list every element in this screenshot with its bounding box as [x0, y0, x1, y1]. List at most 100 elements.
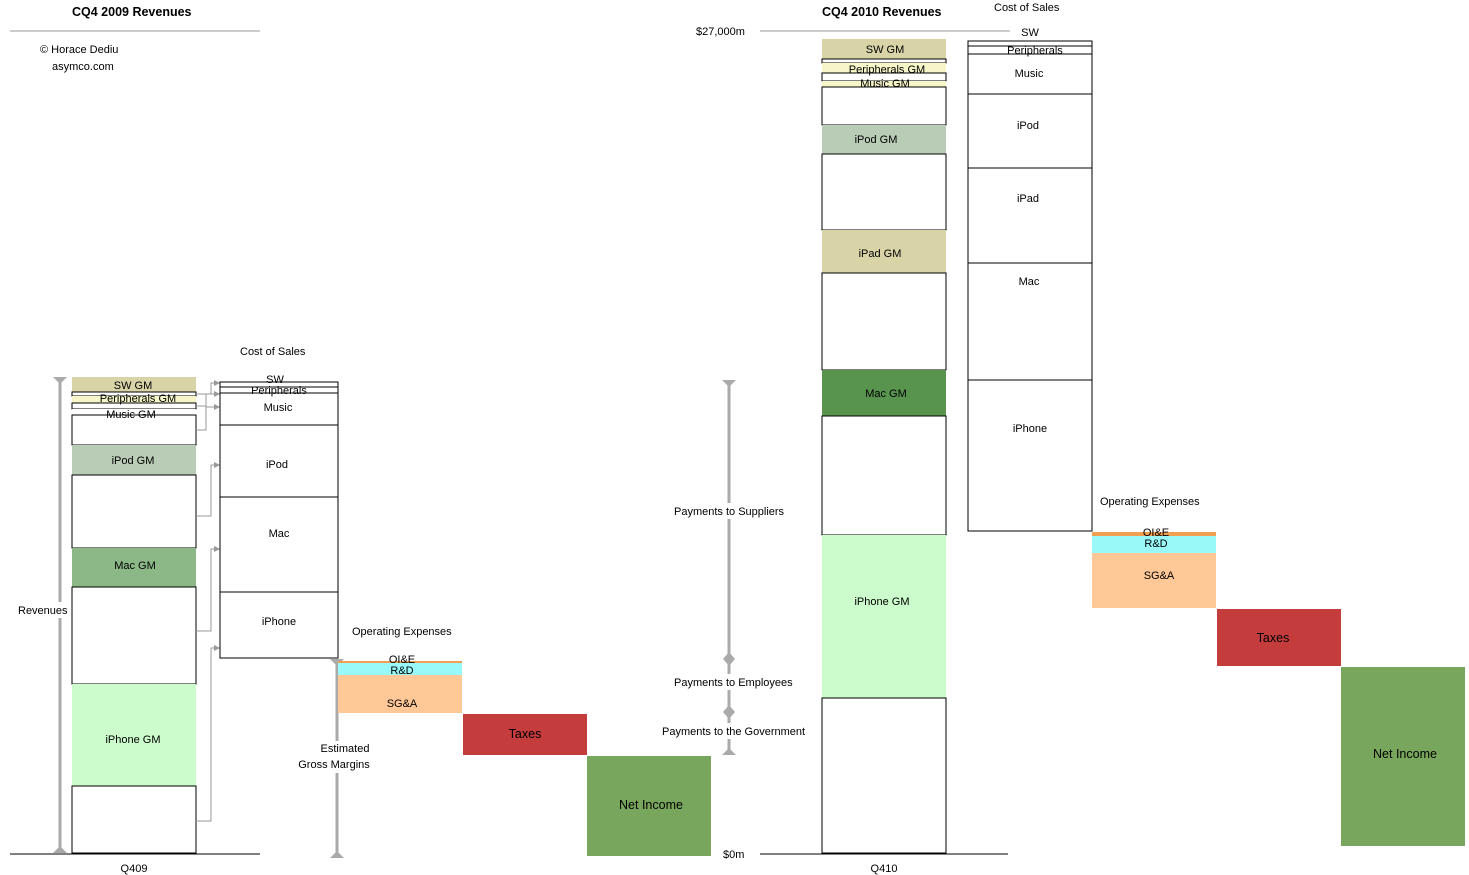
cost-of-sales-column-2009	[219, 381, 339, 659]
opex-title-2009: Operating Expenses	[352, 626, 452, 638]
ipod-gm-2010	[822, 125, 946, 154]
cost-of-sales-title-2009: Cost of Sales	[240, 346, 306, 358]
cost-connectors-2009	[196, 382, 220, 822]
revenue-column-2009	[71, 377, 197, 854]
cos-sw-label-2010: SW	[1021, 27, 1039, 39]
cos-mac-label-2010: Mac	[1019, 276, 1040, 288]
sw-gm-2009	[72, 377, 196, 392]
oie-label-2010: OI&E	[1143, 527, 1169, 539]
ipod-gm-label-2009: iPod GM	[112, 455, 155, 467]
taxes-label-2009: Taxes	[509, 727, 542, 741]
ipad-cost-slice-2010	[821, 272, 947, 371]
mac-gm-2009	[72, 548, 196, 587]
ipod-gm-label-2010: iPod GM	[855, 134, 898, 146]
cos-music-2009	[219, 392, 339, 426]
mac-gm-label-2009: Mac GM	[114, 560, 156, 572]
sw-cost-slice-2010	[821, 58, 947, 64]
cos-sw-label-2009: SW	[266, 374, 284, 386]
revenues-label: Revenues	[18, 605, 68, 617]
cos-iphone-2010	[967, 379, 1093, 532]
mac-cost-slice-2009	[71, 586, 197, 685]
connector-arrowheads-2009	[214, 380, 220, 651]
mac-gm-2010	[822, 370, 946, 416]
payments-brackets-2010	[658, 380, 808, 755]
sga-2009	[338, 675, 462, 713]
cos-mac-2009	[219, 496, 339, 593]
cos-ipod-label-2009: iPod	[266, 459, 288, 471]
axis-top-label: $27,000m	[696, 26, 745, 38]
site-text: asymco.com	[52, 61, 114, 73]
sga-label-2010: SG&A	[1144, 570, 1175, 582]
panel-2010-title: CQ4 2010 Revenues	[822, 5, 942, 19]
cos-ipod-2010	[967, 93, 1093, 169]
quarter-label-2009: Q409	[121, 863, 148, 875]
sw-gm-2010	[822, 39, 946, 59]
peripherals-gm-2010	[822, 63, 946, 73]
cos-iphone-label-2009: iPhone	[262, 616, 296, 628]
iphone-cost-slice-2009	[71, 785, 197, 854]
iphone-cost-slice-2010	[821, 697, 947, 854]
cost-of-sales-column-2010	[967, 40, 1093, 532]
cos-iphone-label-2010: iPhone	[1013, 423, 1047, 435]
cos-mac-2010	[967, 262, 1093, 381]
peripherals-gm-label-2009: Peripherals GM	[100, 393, 176, 405]
cos-iphone-2009	[219, 591, 339, 659]
cos-ipad-label-2010: iPad	[1017, 193, 1039, 205]
revenue-column-2010	[821, 39, 947, 854]
ipod-gm-2009	[72, 445, 196, 475]
peripherals-gm-label-2010: Peripherals GM	[849, 64, 925, 76]
mac-gm-label-2010: Mac GM	[865, 388, 907, 400]
cos-ipod-label-2010: iPod	[1017, 120, 1039, 132]
axis-bottom-label: $0m	[723, 849, 744, 861]
cos-ipad-2010	[967, 167, 1093, 264]
mac-cost-slice-2010	[821, 415, 947, 536]
gross-margins-bracket	[296, 659, 378, 858]
cos-music-label-2009: Music	[264, 402, 293, 414]
rd-label-2009: R&D	[390, 665, 413, 677]
oie-label-2009: OI&E	[389, 654, 415, 666]
rd-2009	[338, 663, 462, 675]
sw-gm-label-2010: SW GM	[866, 44, 905, 56]
quarter-label-2010: Q410	[871, 863, 898, 875]
net-income-label-2010: Net Income	[1373, 747, 1437, 761]
opex-title-2010: Operating Expenses	[1100, 496, 1200, 508]
estimated-label: Estimated	[321, 743, 370, 755]
oie-2009	[338, 661, 462, 663]
oie-2010	[1092, 532, 1216, 536]
music-gm-label-2010: Music GM	[860, 78, 910, 90]
ipad-gm-label-2010: iPad GM	[859, 248, 902, 260]
cos-music-label-2010: Music	[1015, 68, 1044, 80]
music-cost-slice-2010	[821, 86, 947, 126]
taxes-2010	[1217, 609, 1341, 666]
music-gm-2009	[72, 409, 196, 415]
music-cost-slice-2009	[71, 414, 197, 446]
net-income-2010	[1341, 667, 1465, 846]
revenues-bracket	[14, 377, 70, 853]
ipad-gm-2010	[822, 230, 946, 273]
taxes-2009	[463, 714, 587, 755]
cost-of-sales-title-2010: Cost of Sales	[994, 2, 1060, 14]
cos-mac-label-2009: Mac	[269, 528, 290, 540]
rd-label-2010: R&D	[1144, 538, 1167, 550]
sw-gm-label-2009: SW GM	[114, 380, 153, 392]
net-income-label-2009: Net Income	[619, 798, 683, 812]
taxes-label-2010: Taxes	[1257, 631, 1290, 645]
sga-2010	[1092, 553, 1216, 608]
iphone-gm-label-2010: iPhone GM	[854, 596, 909, 608]
ipod-cost-slice-2010	[821, 153, 947, 231]
peripherals-gm-2009	[72, 396, 196, 403]
rd-2010	[1092, 536, 1216, 553]
payments-to-suppliers-label: Payments to Suppliers	[674, 506, 785, 518]
music-gm-label-2009: Music GM	[106, 409, 156, 421]
iphone-gm-2009	[72, 684, 196, 786]
cos-music-2010	[967, 53, 1093, 95]
iphone-gm-label-2009: iPhone GM	[105, 734, 160, 746]
panel-2009-title: CQ4 2009 Revenues	[72, 5, 192, 19]
music-gm-2010	[822, 81, 946, 87]
cos-peripherals-label-2010: Peripherals	[1007, 45, 1063, 57]
ipod-cost-slice-2009	[71, 474, 197, 549]
sga-label-2009: SG&A	[387, 698, 418, 710]
payments-to-employees-label: Payments to Employees	[674, 677, 793, 689]
